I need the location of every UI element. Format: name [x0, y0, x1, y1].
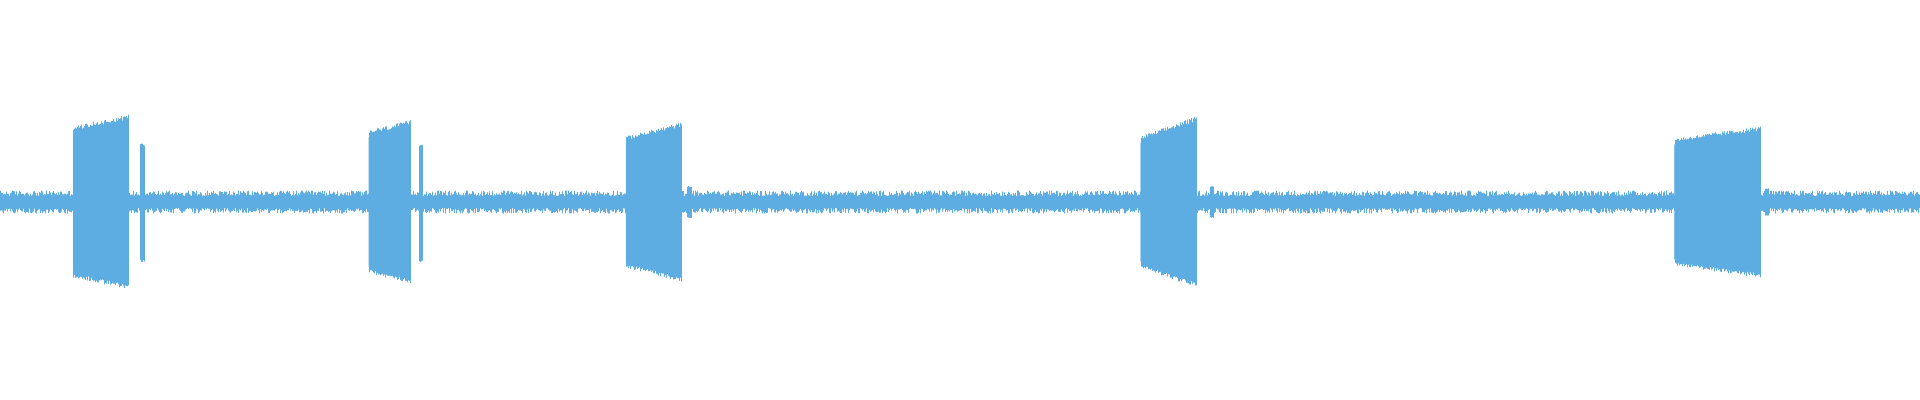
- waveform-burst-5: [1674, 144, 1761, 260]
- waveform-burst-2: [368, 137, 411, 267]
- waveform-burst-4: [1140, 142, 1197, 262]
- waveform-burst-3: [625, 142, 682, 262]
- waveform-burst-1: [72, 133, 129, 271]
- waveform-samples: [0, 114, 1920, 288]
